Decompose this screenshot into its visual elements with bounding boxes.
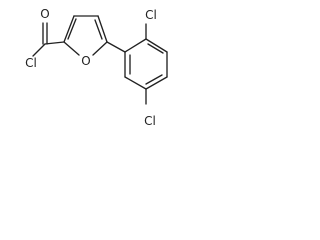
benzene-c1-c2-bond	[124, 38, 147, 53]
benzene-c2-c3-inner-bond	[147, 43, 164, 54]
furan-c5-oxygen-bond	[92, 41, 108, 56]
furan-c2-oxygen-bond	[63, 41, 80, 56]
furan-oxygen-label: O	[81, 54, 90, 68]
chemical-structure-drawing: O Cl O Cl Cl	[25, 7, 168, 128]
structure-canvas: O Cl O Cl Cl	[0, 0, 192, 138]
carbonyl-chlorine-bond	[32, 43, 46, 57]
benzene-c4-c5-bond	[145, 76, 168, 90]
acyl-chlorine-label: Cl	[25, 56, 37, 70]
acyl-oxygen-label: O	[40, 7, 49, 21]
aryl-top-chlorine-label: Cl	[145, 8, 157, 22]
furan-phenyl-bond	[106, 41, 126, 53]
furan-c2-c3-inner-bond	[67, 18, 77, 40]
furan-c4-c5-inner-bond	[94, 19, 103, 40]
benzene-c4-c5-inner-bond	[145, 74, 163, 85]
aryl-bottom-chlorine-label: Cl	[144, 114, 156, 128]
furan-c2-c3-double-bond	[63, 15, 75, 43]
furan-c4-c5-double-bond	[97, 15, 108, 43]
carbonyl-to-furan-bond	[44, 41, 65, 45]
benzene-c2-c3-bond	[145, 38, 168, 53]
benzene-c5-c6-bond	[124, 76, 147, 90]
